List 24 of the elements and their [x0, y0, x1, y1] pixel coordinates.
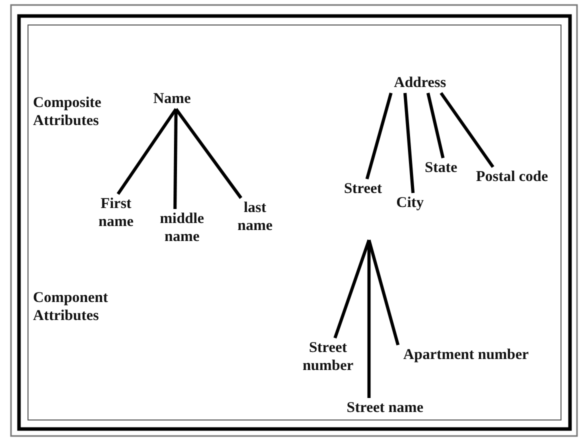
attribute-label: City [390, 194, 430, 212]
connector-line [365, 92, 393, 180]
attribute-label: middle name [151, 210, 213, 246]
connector-line [174, 108, 242, 199]
connector-line [173, 108, 178, 210]
attribute-label: Street [335, 180, 391, 198]
attribute-label: Street number [295, 339, 361, 375]
attribute-label: First name [88, 195, 144, 231]
attribute-label: last name [232, 199, 278, 235]
connector-line [116, 108, 178, 195]
attribute-label: State [418, 159, 464, 177]
connector-line [367, 240, 371, 398]
connector-line [426, 92, 445, 158]
attribute-label: Address [385, 74, 455, 92]
connector-line [333, 239, 371, 339]
attribute-label: Name [142, 90, 202, 108]
attribute-label: Postal code [467, 168, 557, 186]
connector-line [367, 240, 400, 346]
connector-line [440, 92, 494, 168]
attribute-label: Apartment number [391, 346, 541, 364]
category-label: Component Attributes [33, 289, 110, 325]
connector-line [403, 92, 415, 194]
category-label: Composite Attributes [33, 94, 102, 130]
attribute-label: Street name [330, 399, 440, 417]
